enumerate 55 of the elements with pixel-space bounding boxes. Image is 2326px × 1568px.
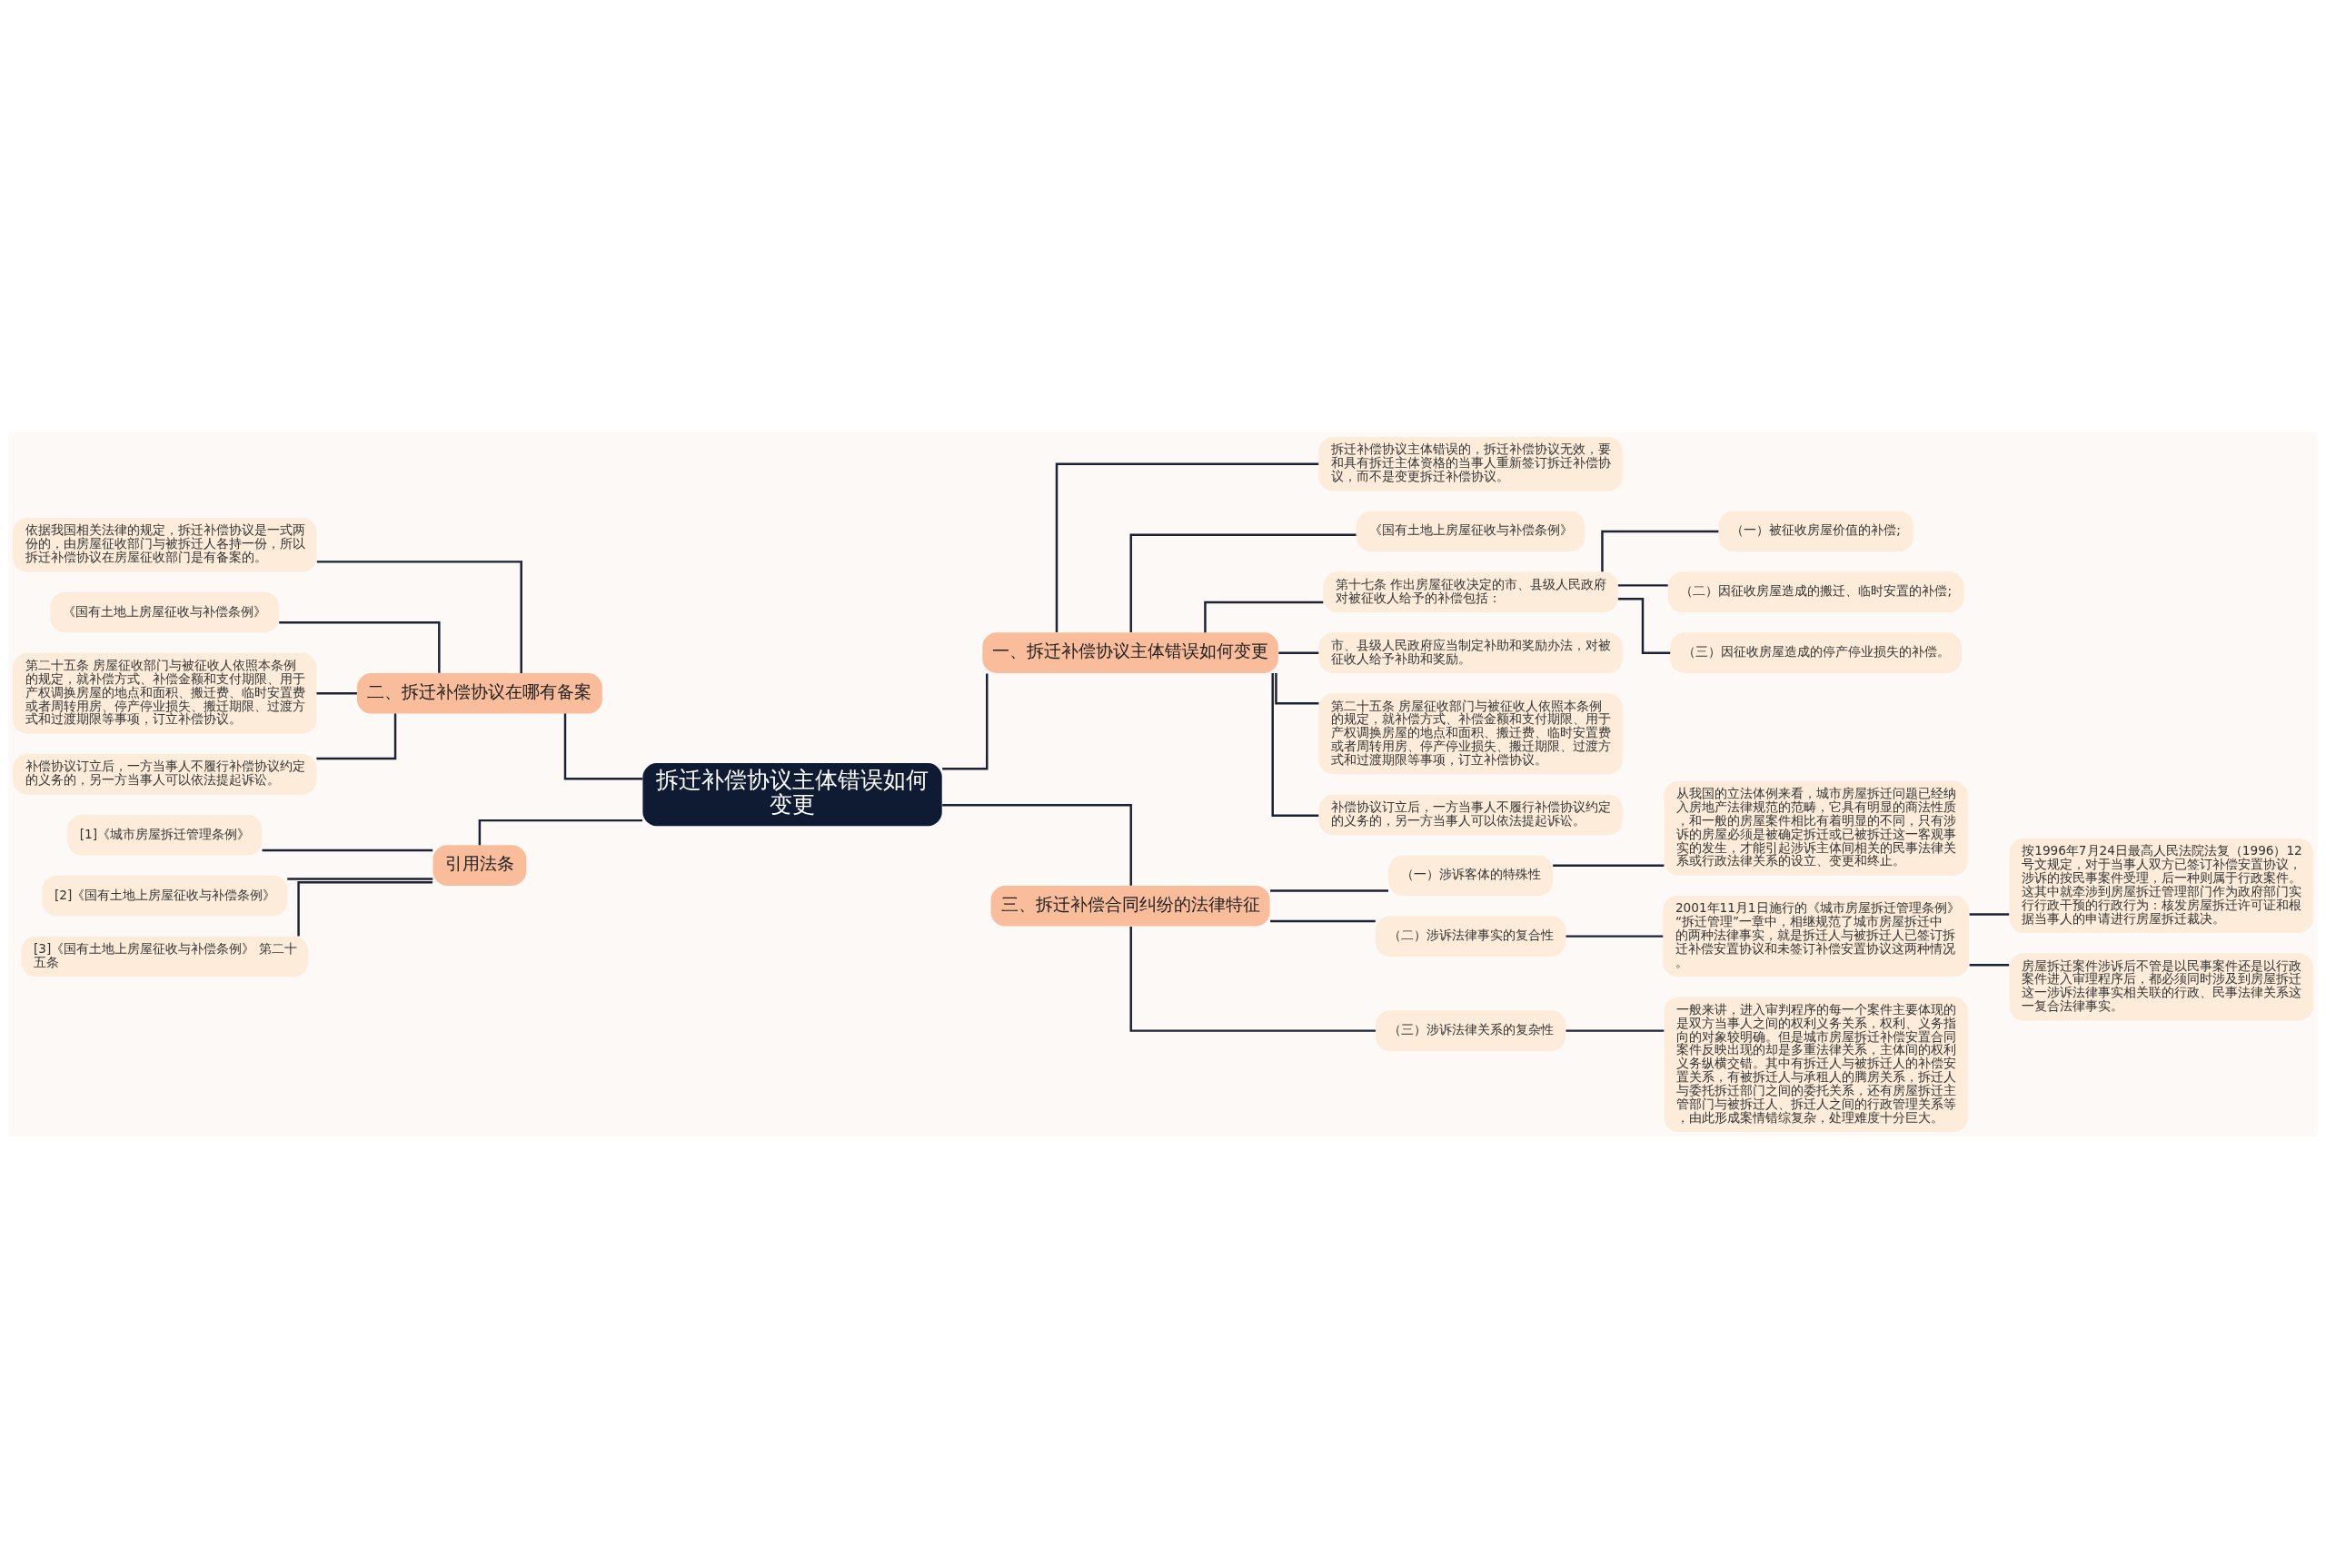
node-box: [3]《国有土地上房屋征收与补偿条例》 第二十五条 [21, 936, 309, 977]
connector [279, 620, 441, 673]
connector [1278, 650, 1319, 654]
node-box: 房屋拆迁案件涉诉后不管是以民事案件还是以行政案件进入审理程序后，都必须同时涉及到房屋拆迁这一涉诉法律事实相关联的行政、民事法律关系这一复合法律事实。 [2009, 952, 2313, 1020]
connector [316, 713, 397, 759]
connector [316, 691, 357, 694]
connector [1270, 919, 1376, 922]
node-box: 第二十五条 房屋征收部门与被征收人依照本条例的规定，就补偿方式、补偿金额和支付期限、用于产权调换房屋的地点和面积、搬迁费、临时安置费或者周转用房、停产停业损失、搬迁期限、过渡方式和过渡期限等事项，订立补偿协议。 [13, 652, 317, 734]
connector [1055, 461, 1319, 632]
connector [563, 713, 643, 780]
node-box: （一）被征收房屋价值的补偿; [1718, 511, 1913, 551]
connector [478, 819, 643, 845]
node-box: （二）涉诉法律事实的复合性 [1376, 915, 1566, 957]
connector [1129, 532, 1357, 632]
node-box: 一般来讲，进入审判程序的每一个案件主要体现的是双方当事人之间的权利义务关系，权利、义务指向的对象较明确。但是城市房屋拆迁补偿安置合同案件反映出现的却是多重法律关系，主体间的权利义务纵横交错。其中有拆迁人与被拆迁人的补偿安置关系，有被拆迁人与承租人的腾房关系，拆迁人与委托拆迁部门之间的委托关系，还有房屋拆迁主管部门与被拆迁人、拆迁人之间的行政管理关系等，由此形成案情错综复杂，处理难度十分巨大。 [1664, 997, 1968, 1132]
connector [1566, 934, 1664, 938]
node-box: 引用法条 [432, 844, 527, 886]
node-box: 第十七条 作出房屋征收决定的市、县级人民政府对被征收人给予的补偿包括： [1323, 571, 1618, 612]
connector [1129, 926, 1376, 1032]
connector [287, 877, 433, 880]
node-box: 二、拆迁补偿协议在哪有备案 [356, 672, 602, 713]
node-box: 《国有土地上房屋征收与补偿条例》 [50, 591, 279, 632]
node-box: 依据我国相关法律的规定，拆迁补偿协议是一式两份的，由房屋征收部门与被拆迁人各持一份，所以拆迁补偿协议在房屋征收部门是有备案的。 [13, 517, 317, 571]
connector [1553, 863, 1665, 867]
connector [942, 803, 1132, 886]
node-box: （三）因征收房屋造成的停产停业损失的补偿。 [1670, 631, 1962, 673]
connector [1566, 1028, 1665, 1032]
connector [1617, 583, 1668, 587]
node-box: 市、县级人民政府应当制定补助和奖励办法，对被征收人给予补助和奖励。 [1318, 631, 1623, 673]
node-box: 《国有土地上房屋征收与补偿条例》 [1356, 511, 1585, 551]
node-box: 从我国的立法体例来看，城市房屋拆迁问题已经纳入房地产法律规范的范畴，它具有明显的商法性质，和一般的房屋案件相比有着明显的不同，只有涉诉的房屋必须是被确定拆迁或已被拆迁这一客观事实的发生，才能引起涉诉主体间相关的民事法律关系或行政法律关系的设立、变更和终止。 [1664, 780, 1968, 876]
node-box: 补偿协议订立后，一方当事人不履行补偿协议约定的义务的，另一方当事人可以依法提起诉讼。 [1318, 794, 1623, 835]
node-box: 一、拆迁补偿协议主体错误如何变更 [982, 631, 1278, 673]
connector [1601, 530, 1719, 571]
connector [1969, 963, 2010, 966]
connector [1270, 888, 1388, 892]
connector [1271, 672, 1319, 817]
node-box: （二）因征收房屋造成的搬迁、临时安置的补偿; [1667, 571, 1964, 612]
node-box: 拆迁补偿协议主体错误如何变更 [642, 762, 942, 826]
node-box: [2]《国有土地上房屋征收与补偿条例》 [42, 875, 288, 916]
node-box: 补偿协议订立后，一方当事人不履行补偿协议约定的义务的，另一方当事人可以依法提起诉讼。 [13, 753, 317, 795]
connector [942, 672, 989, 769]
node-box: 按1996年7月24日最高人民法院法复（1996）12号文规定，对于当事人双方已签订补偿安置协议，涉诉的按民事案件受理，后一种则属于行政案件。这其中就牵涉到房屋拆迁管理部门作为政府部门实行行政干预的行政行为：核发房屋拆迁许可证和根据当事人的申请进行房屋拆迁裁决。 [2009, 838, 2313, 933]
node-box: 2001年11月1日施行的《城市房屋拆迁管理条例》“拆迁管理”一章中，相继规范了城市房屋拆迁中的两种法律事实，就是拆迁人与被拆迁人已签订拆迁补偿安置协议和未签订补偿安置协议这两种情况。 [1663, 895, 1970, 977]
connector [1969, 912, 2010, 916]
node-box: 三、拆迁补偿合同纠纷的法律特征 [990, 885, 1270, 926]
connector [1275, 672, 1319, 705]
node-box: 第二十五条 房屋征收部门与被征收人依照本条例的规定，就补偿方式、补偿金额和支付期限、用于产权调换房屋的地点和面积、搬迁费、临时安置费或者周转用房、停产停业损失、搬迁期限、过渡方式和过渡期限等事项，订立补偿协议。 [1318, 692, 1623, 774]
connector [297, 880, 433, 937]
node-box: （一）涉诉客体的特殊性 [1388, 855, 1553, 896]
connector [262, 849, 433, 851]
node-box: [1]《城市房屋拆迁管理条例》 [67, 814, 263, 855]
node-box: 拆迁补偿协议主体错误的，拆迁补偿协议无效，要和具有拆迁主体资格的当事人重新签订拆迁补偿协议，而不是变更拆迁补偿协议。 [1318, 436, 1623, 491]
connector [316, 560, 522, 673]
node-box: （三）涉诉法律关系的复杂性 [1376, 1009, 1566, 1051]
